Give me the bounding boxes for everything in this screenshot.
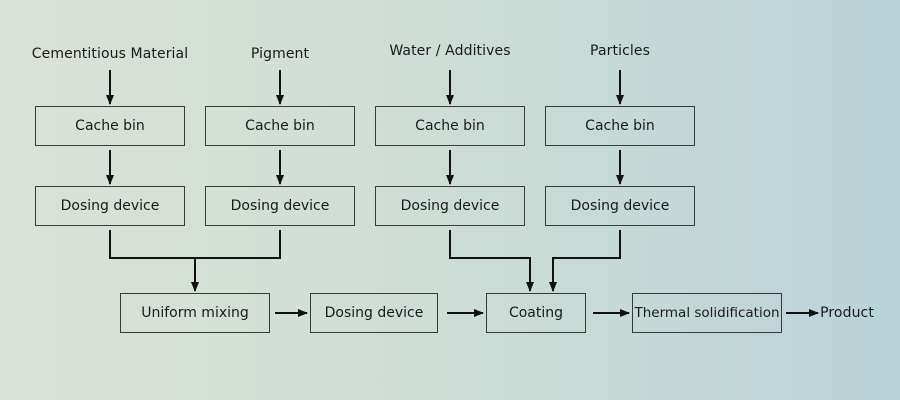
dosing-device-main: Dosing device <box>310 293 438 333</box>
input-cementitious-material: Cementitious Material <box>31 46 189 62</box>
dosing-device-4: Dosing device <box>545 186 695 226</box>
dosing-device-3: Dosing device <box>375 186 525 226</box>
cache-bin-2: Cache bin <box>205 106 355 146</box>
input-pigment: Pigment <box>250 46 310 62</box>
input-particles: Particles <box>590 43 650 59</box>
arrow-water-dosing-to-coating <box>449 230 534 292</box>
dosing-device-2: Dosing device <box>205 186 355 226</box>
uniform-mixing-box: Uniform mixing <box>120 293 270 333</box>
cache-bin-4: Cache bin <box>545 106 695 146</box>
cache-bin-1: Cache bin <box>35 106 185 146</box>
thermal-solidification-box: Thermal solidification <box>632 293 782 333</box>
input-water-additives: Water / Additives <box>389 43 511 59</box>
coating-box: Coating <box>486 293 586 333</box>
merge-line-left <box>109 230 281 259</box>
dosing-device-1: Dosing device <box>35 186 185 226</box>
cache-bin-3: Cache bin <box>375 106 525 146</box>
arrow-particles-dosing-to-coating <box>549 230 621 292</box>
product-label: Product <box>820 305 874 321</box>
